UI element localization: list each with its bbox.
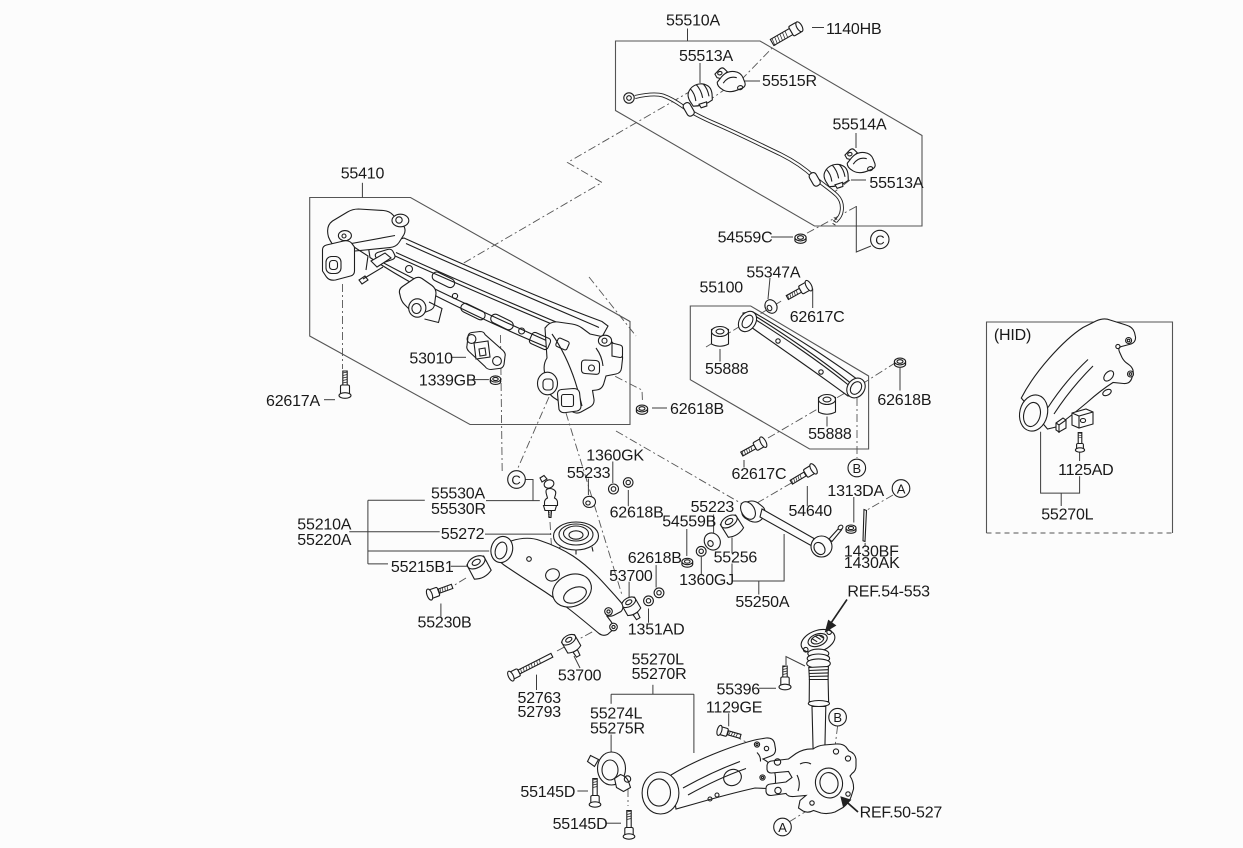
svg-text:55888: 55888 <box>705 361 749 378</box>
svg-text:52793: 52793 <box>518 704 562 721</box>
svg-text:54640: 54640 <box>789 503 833 520</box>
svg-text:REF.54-553: REF.54-553 <box>847 584 930 601</box>
svg-text:55272: 55272 <box>441 526 485 543</box>
svg-text:62617A: 62617A <box>266 393 320 410</box>
svg-text:55270L: 55270L <box>1041 507 1093 524</box>
svg-text:(HID): (HID) <box>994 327 1031 344</box>
svg-text:55100: 55100 <box>700 280 744 297</box>
svg-text:55145D: 55145D <box>553 816 608 833</box>
svg-text:B: B <box>833 710 841 725</box>
svg-text:1351AD: 1351AD <box>628 622 685 639</box>
svg-text:62618B: 62618B <box>610 505 664 522</box>
svg-text:55256: 55256 <box>714 550 758 567</box>
svg-text:55410: 55410 <box>341 166 385 183</box>
svg-text:1129GE: 1129GE <box>706 700 762 717</box>
svg-text:1339GB: 1339GB <box>419 373 477 390</box>
svg-text:C: C <box>875 232 884 247</box>
svg-text:62618B: 62618B <box>670 401 724 418</box>
svg-text:53010: 53010 <box>409 351 453 368</box>
svg-text:1360GJ: 1360GJ <box>679 572 734 589</box>
svg-text:55270R: 55270R <box>632 666 687 683</box>
svg-text:55530R: 55530R <box>431 501 486 518</box>
svg-text:1360GK: 1360GK <box>586 448 644 465</box>
svg-text:62617C: 62617C <box>790 309 845 326</box>
svg-text:54559B: 54559B <box>662 514 716 531</box>
svg-text:C: C <box>511 473 520 488</box>
svg-text:1430BF: 1430BF <box>844 544 899 561</box>
svg-text:55888: 55888 <box>808 426 852 443</box>
svg-text:53700: 53700 <box>558 668 602 685</box>
svg-text:55513A: 55513A <box>679 48 733 65</box>
svg-text:55233: 55233 <box>567 465 611 482</box>
svg-text:55223: 55223 <box>691 499 735 516</box>
svg-text:62617C: 62617C <box>732 466 787 483</box>
svg-text:53700: 53700 <box>609 568 653 585</box>
svg-text:55396: 55396 <box>717 682 761 699</box>
svg-text:55515R: 55515R <box>762 73 817 90</box>
svg-text:55250A: 55250A <box>735 594 789 611</box>
svg-text:B: B <box>853 461 861 476</box>
svg-text:52763: 52763 <box>518 690 562 707</box>
svg-text:55270L: 55270L <box>632 652 684 669</box>
svg-text:55347A: 55347A <box>746 265 800 282</box>
svg-text:55514A: 55514A <box>833 117 887 134</box>
svg-text:55210A: 55210A <box>297 517 351 534</box>
svg-text:55530A: 55530A <box>431 486 485 503</box>
svg-text:A: A <box>778 820 787 835</box>
svg-text:55513A: 55513A <box>869 175 923 192</box>
svg-text:55220A: 55220A <box>297 532 351 549</box>
svg-text:55275R: 55275R <box>590 721 645 738</box>
svg-text:55274L: 55274L <box>590 706 642 723</box>
svg-text:54559C: 54559C <box>718 230 773 247</box>
svg-text:1313DA: 1313DA <box>827 483 884 500</box>
svg-text:55215B1: 55215B1 <box>391 559 454 576</box>
svg-text:55230B: 55230B <box>418 615 472 632</box>
svg-text:62618B: 62618B <box>877 392 931 409</box>
svg-text:A: A <box>897 481 906 496</box>
svg-text:55145D: 55145D <box>520 784 575 801</box>
svg-text:55510A: 55510A <box>666 13 720 30</box>
svg-text:1430AK: 1430AK <box>844 555 900 572</box>
svg-text:REF.50-527: REF.50-527 <box>860 805 943 822</box>
svg-text:1125AD: 1125AD <box>1058 462 1113 479</box>
svg-text:1140HB: 1140HB <box>826 21 881 38</box>
svg-text:62618B: 62618B <box>628 550 682 567</box>
